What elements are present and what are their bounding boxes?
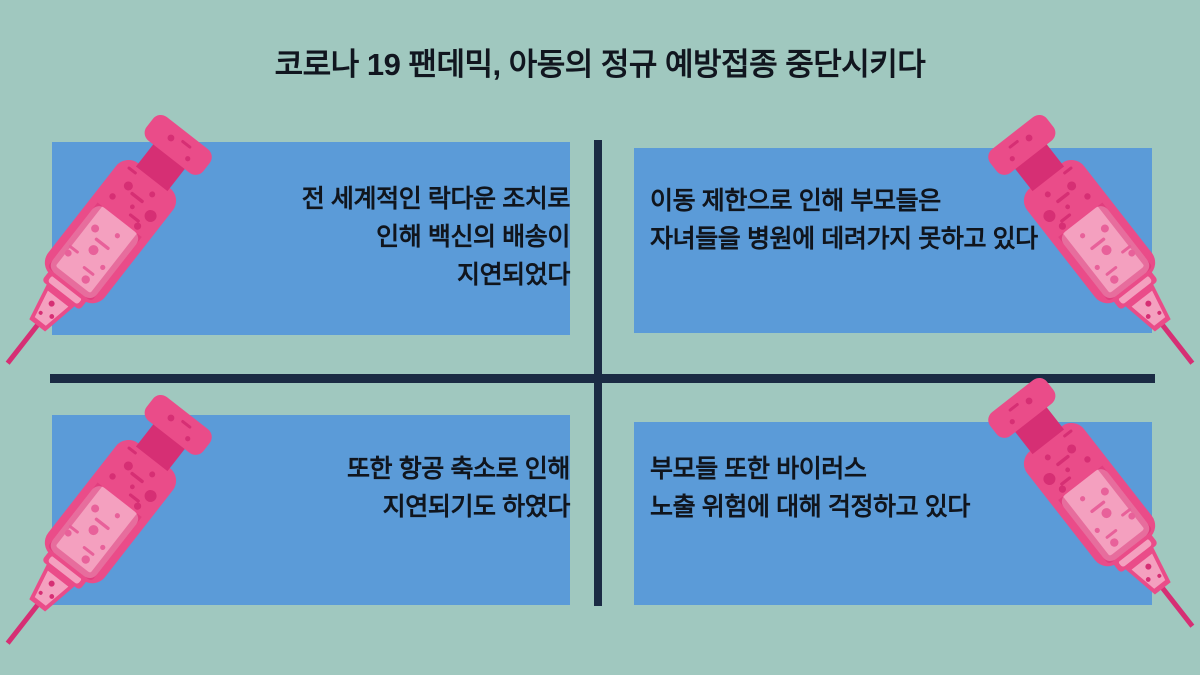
quadrant-text-3: 또한 항공 축소로 인해 지연되기도 하였다	[346, 455, 570, 521]
vertical-divider	[594, 140, 602, 606]
page-title: 코로나 19 팬데믹, 아동의 정규 예방접종 중단시키다	[274, 47, 926, 82]
horizontal-divider	[50, 374, 1155, 383]
quadrant-text-4: 부모들 또한 바이러스 노출 위험에 대해 걱정하고 있다	[650, 455, 970, 521]
quadrant-text-1: 전 세계적인 락다운 조치로 인해 백신의 배송이 지연되었다	[301, 185, 571, 289]
quadrant-text-2: 이동 제한으로 인해 부모들은 자녀들을 병원에 데려가지 못하고 있다	[650, 187, 1038, 253]
